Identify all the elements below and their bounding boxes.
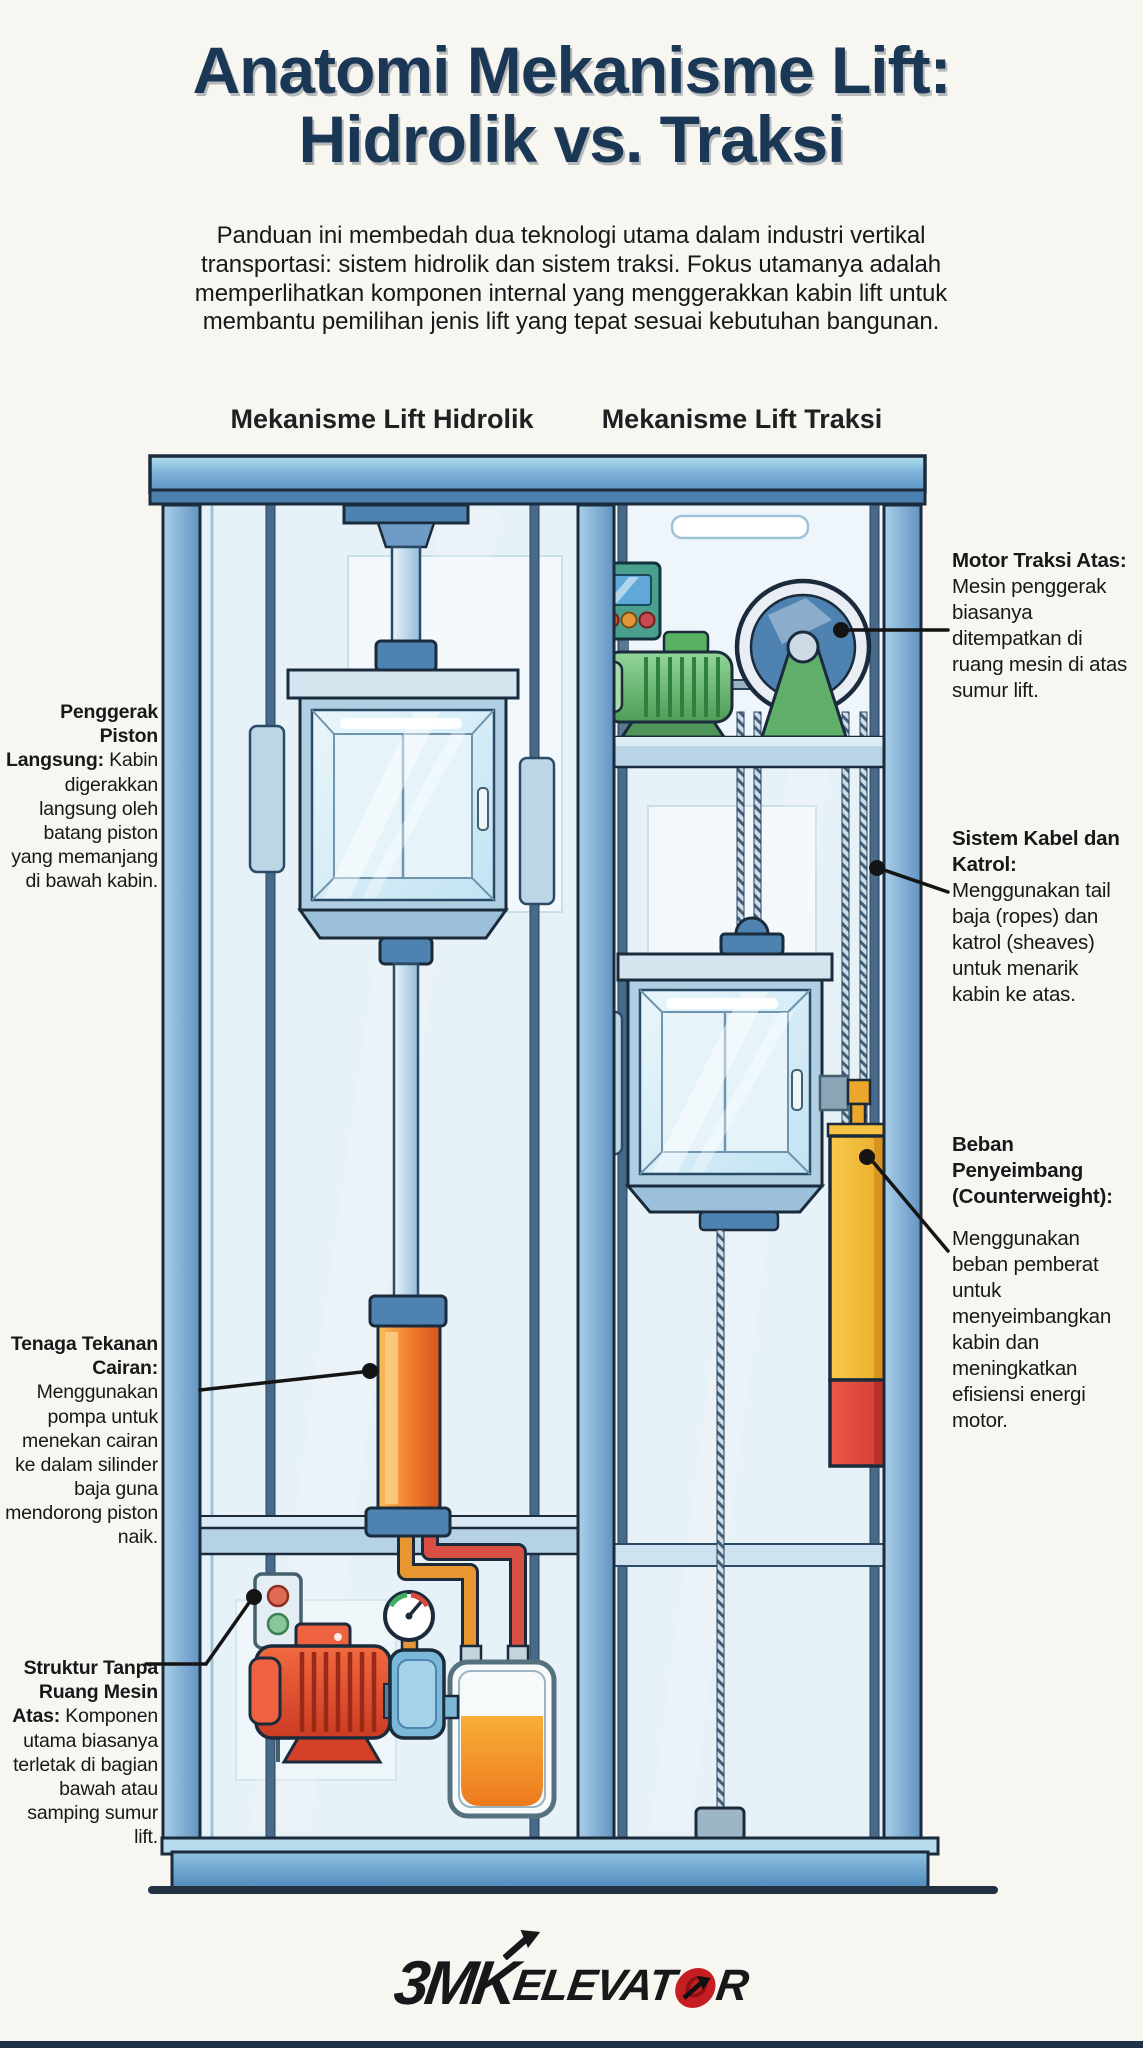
- counterweight: [818, 1074, 894, 1468]
- sheave-wheel: [734, 578, 872, 739]
- bottom-border-bar: [0, 2041, 1143, 2048]
- ceiling-light: [670, 514, 810, 540]
- column-heading-hydraulic: Mekanisme Lift Hidrolik: [230, 404, 534, 434]
- rod-coupler: [374, 639, 438, 673]
- upper-piston-rod: [390, 545, 422, 645]
- page-title: Anatomi Mekanisme Lift:Hidrolik vs. Trak…: [0, 36, 1143, 173]
- traction-cab: [590, 916, 834, 1232]
- logo-k-arrow-icon: [502, 1930, 541, 1960]
- cab-sling: [719, 932, 785, 956]
- ceiling-bracket: [342, 503, 470, 549]
- hydraulic-mechanism: [198, 503, 885, 1819]
- logo-o-arrow-icon: [682, 1976, 711, 2000]
- hydraulic-cylinder: [364, 1294, 452, 1538]
- hydraulic-cab: [248, 668, 556, 966]
- base-platform: [148, 1836, 998, 1894]
- traction-mechanism: [590, 916, 894, 1844]
- guide-shoe: [248, 724, 286, 874]
- top-beam: [148, 454, 927, 506]
- logo-elevator-post: R: [713, 1961, 752, 2010]
- lower-piston-rod: [392, 962, 420, 1300]
- callout-title: Tenaga Tekanan Cairan:: [10, 1333, 158, 1380]
- callout-body: Mesin penggerak biasanya ditempatkan di …: [952, 575, 1128, 703]
- logo-elevator-pre: ELEVAT: [510, 1961, 679, 2010]
- callout-connectors: [144, 622, 950, 1666]
- callout-counterweight: Beban Penyeimbang (Counterweight): Mengg…: [952, 1132, 1130, 1434]
- callout-body: Menggunakan tail baja (ropes) dan katrol…: [952, 879, 1111, 1007]
- title-line2: Hidrolik vs. Traksi: [298, 101, 846, 176]
- column-heading-traction: Mekanisme Lift Traksi: [601, 404, 883, 434]
- title-line1: Anatomi Mekanisme Lift:: [192, 33, 951, 107]
- logo-3mk-text: 3MK: [390, 1949, 519, 2018]
- callout-title: Motor Traksi Atas:: [952, 549, 1127, 572]
- callout-direct-piston: Penggerak Piston Langsung: Kabin digerak…: [2, 700, 158, 893]
- callout-title: Beban Penyeimbang (Counterweight):: [952, 1133, 1113, 1209]
- callout-rope-sheave: Sistem Kabel dan Katrol: Menggunakan tai…: [952, 826, 1130, 1008]
- intro-text: Panduan ini membedah dua teknologi utama…: [194, 222, 948, 336]
- callout-body: Kabin digerakkan langsung oleh batang pi…: [11, 749, 158, 893]
- callout-traction-motor: Motor Traksi Atas: Mesin penggerak biasa…: [952, 548, 1130, 704]
- callout-body: Menggunakan pompa untuk menekan cairan k…: [5, 1381, 158, 1549]
- callout-body: Menggunakan beban pemberat untuk menyeim…: [952, 1227, 1112, 1433]
- machine-room-floor: [612, 735, 886, 769]
- ground-line: [148, 1886, 998, 1894]
- logo-o-icon: O: [672, 1968, 719, 2008]
- callout-fluid-pressure: Tenaga Tekanan Cairan: Menggunakan pompa…: [2, 1332, 158, 1550]
- callout-body: Komponen utama biasanya terletak di bagi…: [13, 1705, 158, 1849]
- structure-frame: [148, 454, 998, 1894]
- oil-tank: [447, 1644, 557, 1819]
- hydraulic-pump: [248, 1622, 460, 1764]
- door-handle: [791, 1069, 803, 1111]
- brand-logo: 3MKELEVATOR: [0, 1930, 1143, 2019]
- door-handle: [477, 787, 489, 831]
- guide-shoe: [518, 756, 556, 906]
- machine-room: [588, 514, 886, 769]
- callout-machine-room-less: Struktur Tanpa Ruang Mesin Atas: Kompone…: [2, 1656, 158, 1849]
- callout-title: Penggerak Piston Langsung:: [6, 701, 158, 772]
- callout-title: Struktur Tanpa Ruang Mesin Atas:: [12, 1657, 158, 1728]
- callout-title: Sistem Kabel dan Katrol:: [952, 827, 1120, 877]
